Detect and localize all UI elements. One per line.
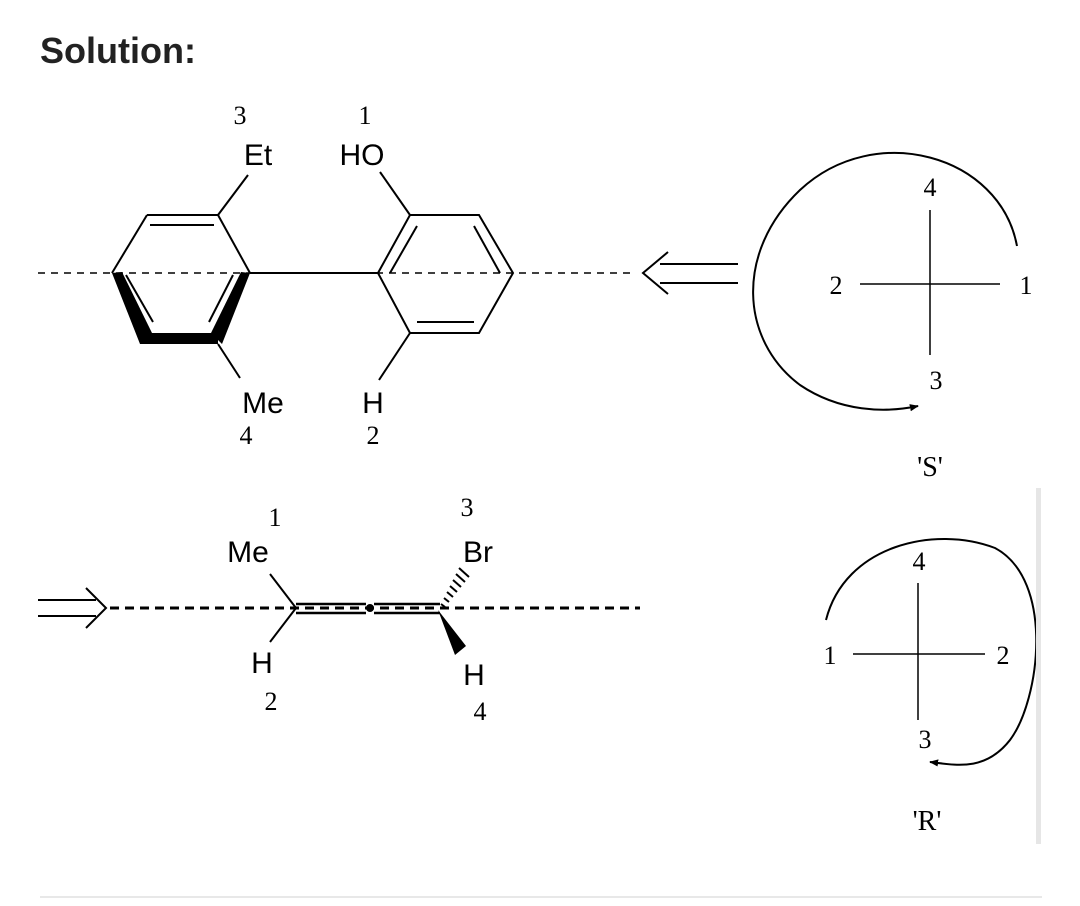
ho-label: HO [340,139,385,172]
bottom-projection: 4 1 2 3 'R' [824,538,1038,837]
bottom-proj-priority-top: 4 [913,547,926,576]
substituent-bonds [217,171,411,381]
bottom-proj-priority-bottom: 3 [919,725,932,754]
left-ring [111,214,251,323]
rotation-arrow-top [752,151,1018,412]
h-right-priority-label: 4 [474,697,487,726]
view-arrow-bottom [38,587,108,629]
right-border [1036,488,1041,844]
solid-wedge-bond [438,610,466,655]
br-label: Br [463,536,493,569]
br-priority-label: 3 [461,493,474,522]
h-label: H [362,387,384,420]
me-label: Me [242,387,284,420]
top-projection: 4 2 1 3 'S' [752,151,1033,483]
right-ring [376,214,515,334]
solution-heading: Solution: [40,30,196,71]
bottom-proj-priority-right: 2 [997,641,1010,670]
s-descriptor: 'S' [917,452,943,483]
ho-priority-label: 1 [359,101,372,130]
left-ring-bold-bond [140,333,218,344]
me-priority-label-bottom: 1 [269,503,282,532]
h-priority-label: 2 [367,421,380,450]
right-wedge-bond [211,272,250,344]
me-priority-label: 4 [240,421,253,450]
biphenyl-structure: 3 Et 1 HO Me 4 H 2 [38,101,635,450]
rotation-arrow-bottom [825,538,1038,767]
hashed-wedge-bond [440,567,470,608]
h-right-label: H [463,659,485,692]
bottom-proj-priority-left: 1 [824,641,837,670]
me-label-bottom: Me [227,536,269,569]
top-proj-priority-right: 1 [1020,271,1033,300]
allene-structure: 1 Me H 2 3 Br H 4 [227,493,493,726]
view-arrow-top [641,251,738,295]
left-ring-wedge-bond [112,272,152,344]
r-descriptor: 'R' [913,806,942,837]
top-proj-priority-bottom: 3 [930,366,943,395]
h-left-priority-label: 2 [265,687,278,716]
bottom-divider [40,896,1042,898]
et-priority-label: 3 [234,101,247,130]
top-proj-priority-top: 4 [924,173,937,202]
h-left-label: H [251,647,273,680]
et-label: Et [244,139,273,172]
top-proj-priority-left: 2 [830,271,843,300]
